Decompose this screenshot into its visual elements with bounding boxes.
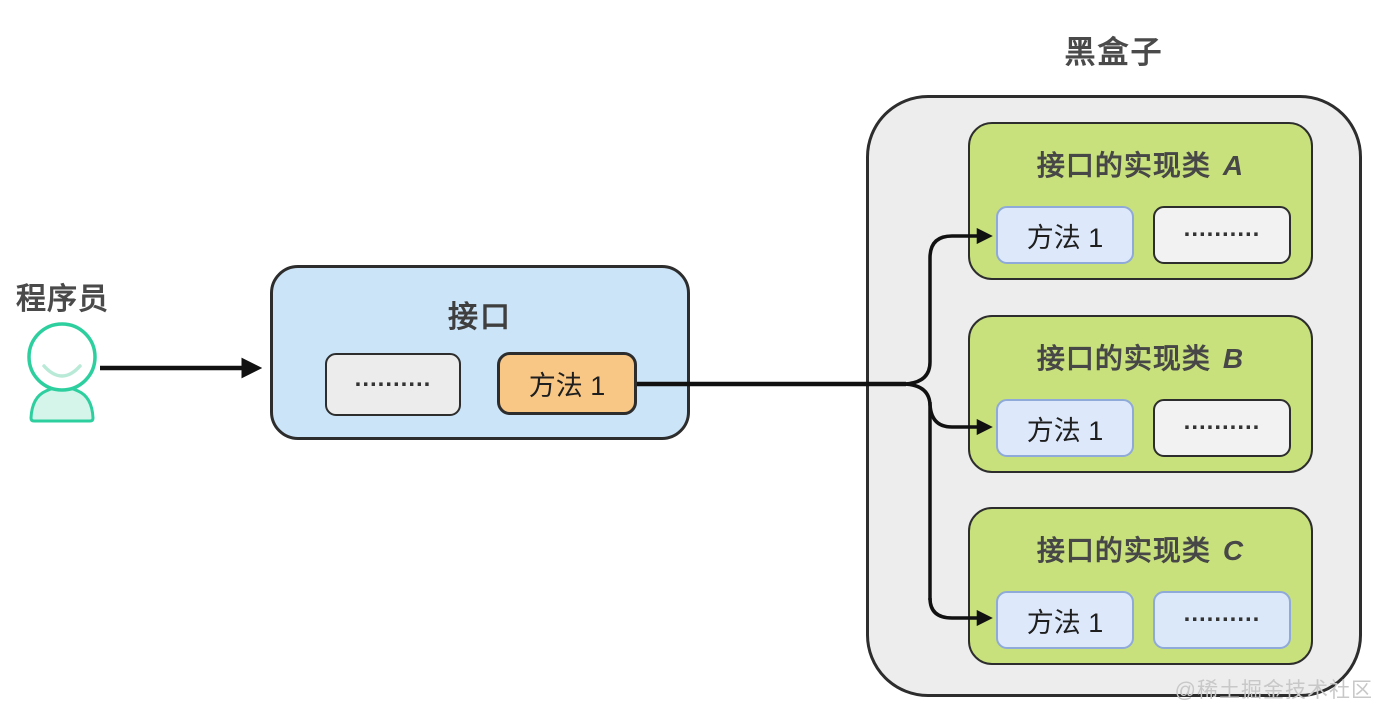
impl-class-b-title: 接口的实现类 B: [970, 337, 1311, 377]
impl-class-a-method-box: 方法 1: [996, 206, 1134, 264]
impl-class-name: 接口的实现类: [1036, 535, 1211, 566]
interface-title: 接口: [448, 301, 512, 334]
impl-class-a-placeholder-box: ..........: [1153, 206, 1291, 264]
placeholder-dots: ..........: [1183, 215, 1261, 242]
impl-class-a-title: 接口的实现类 A: [970, 144, 1311, 184]
impl-class-c-title: 接口的实现类 C: [970, 529, 1311, 569]
method-label: 方法 1: [528, 371, 606, 401]
impl-class-letter: B: [1222, 343, 1245, 374]
impl-class-c-card: 接口的实现类 C 方法 1 ..........: [968, 507, 1313, 665]
actor-label: 程序员: [16, 283, 109, 316]
programmer-icon: [27, 322, 97, 423]
programmer-body: [29, 385, 95, 423]
method-label: 方法 1: [1026, 415, 1104, 446]
placeholder-dots: ..........: [1183, 408, 1261, 435]
blackbox-title: 黑盒子: [1064, 35, 1164, 70]
impl-class-c-method-box: 方法 1: [996, 591, 1134, 649]
method-label: 方法 1: [1026, 222, 1104, 253]
impl-class-letter: A: [1222, 150, 1245, 181]
method-label: 方法 1: [1026, 607, 1104, 638]
impl-class-name: 接口的实现类: [1036, 150, 1211, 181]
impl-class-b-card: 接口的实现类 B 方法 1 ..........: [968, 315, 1313, 473]
interface-placeholder-box: ..........: [325, 353, 461, 416]
placeholder-dots: ..........: [1183, 600, 1261, 627]
impl-class-letter: C: [1222, 535, 1245, 566]
impl-class-b-placeholder-box: ..........: [1153, 399, 1291, 457]
impl-class-c-placeholder-box: ..........: [1153, 591, 1291, 649]
programmer-head: [27, 322, 97, 392]
placeholder-dots: ..........: [354, 364, 432, 392]
impl-class-b-method-box: 方法 1: [996, 399, 1134, 457]
watermark: @稀土掘金技术社区: [1174, 679, 1373, 702]
impl-class-name: 接口的实现类: [1036, 343, 1211, 374]
interface-method-box: 方法 1: [497, 352, 637, 415]
programmer-smile: [42, 364, 82, 378]
impl-class-a-card: 接口的实现类 A 方法 1 ..........: [968, 122, 1313, 280]
